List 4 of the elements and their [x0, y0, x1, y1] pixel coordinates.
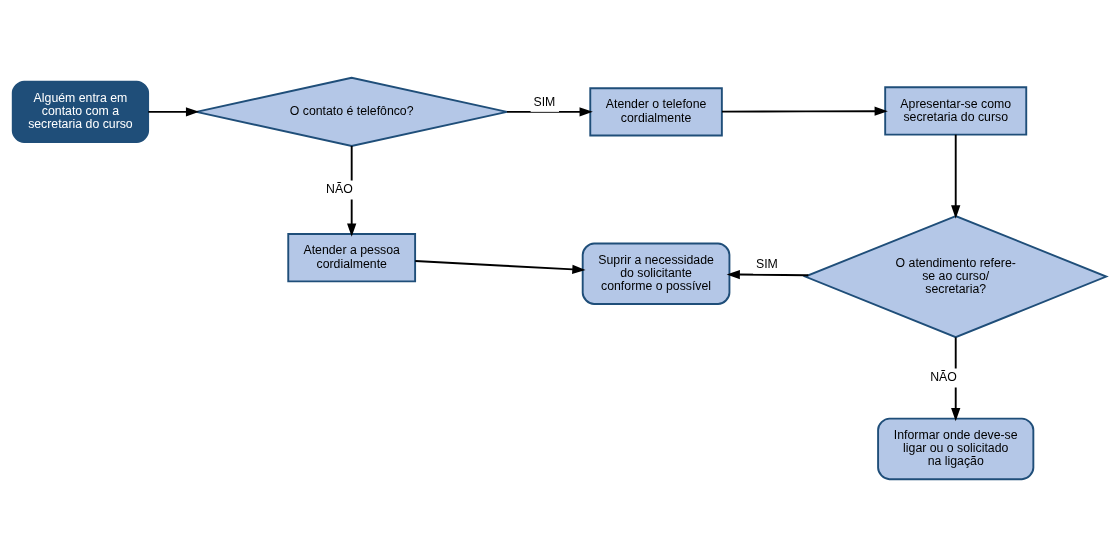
edge-label: NÃO	[326, 181, 353, 196]
edge-label: SIM	[533, 94, 556, 109]
edge-label: NÃO	[930, 369, 957, 384]
edge-label: SIM	[755, 256, 778, 271]
